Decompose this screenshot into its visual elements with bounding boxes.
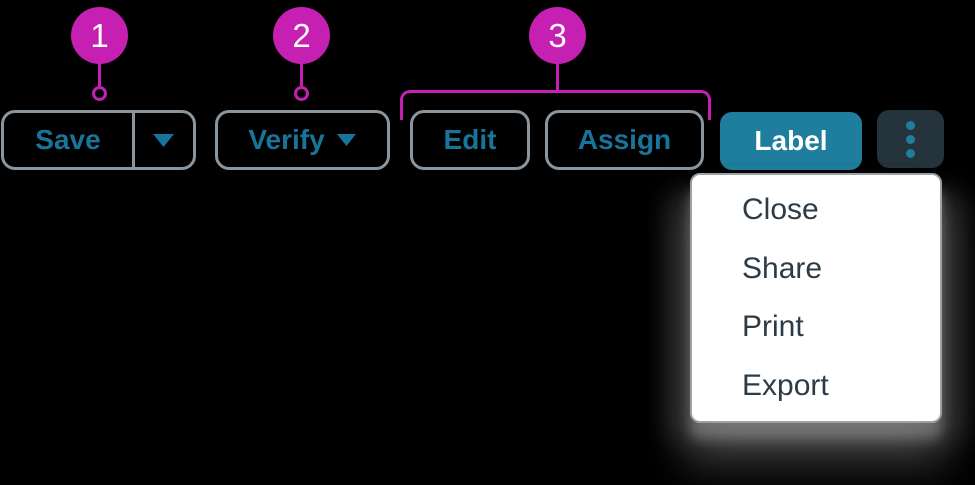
callout-anchor-dot [92,86,107,101]
more-actions-button[interactable] [877,110,944,168]
callout-stem [98,63,101,86]
save-dropdown-toggle[interactable] [135,113,194,167]
marker-badge-1: 1 [71,7,128,64]
chevron-down-icon [153,133,175,147]
callout-bracket [400,90,711,120]
menu-item-print[interactable]: Print [742,310,804,344]
callout-stem [556,63,559,91]
menu-item-share[interactable]: Share [742,251,823,285]
marker-number: 1 [90,17,109,54]
marker-number: 3 [548,17,567,54]
marker-number: 2 [292,17,311,54]
kebab-dot [906,120,915,130]
save-button[interactable]: Save [1,110,196,170]
assign-button-label: Assign [577,124,672,155]
assign-button[interactable]: Assign [545,110,704,170]
menu-item-export[interactable]: Export [742,368,829,402]
split-divider [132,113,135,167]
edit-button[interactable]: Edit [410,110,530,170]
marker-badge-3: 3 [529,7,586,64]
chevron-down-icon [336,134,356,146]
save-button-label: Save [35,124,101,155]
more-actions-menu: Close Share Print Export [690,173,942,423]
kebab-dot [906,148,915,158]
kebab-menu-icon [906,120,915,158]
verify-button[interactable]: Verify [215,110,390,170]
callout-stem [300,63,303,86]
label-button[interactable]: Label [720,112,862,170]
save-button-main[interactable]: Save [4,113,132,167]
menu-item-close[interactable]: Close [742,193,819,227]
marker-badge-2: 2 [273,7,330,64]
label-button-label: Label [754,125,828,156]
verify-button-label: Verify [248,124,325,155]
kebab-dot [906,134,915,144]
callout-anchor-dot [294,86,309,101]
edit-button-label: Edit [443,124,497,155]
